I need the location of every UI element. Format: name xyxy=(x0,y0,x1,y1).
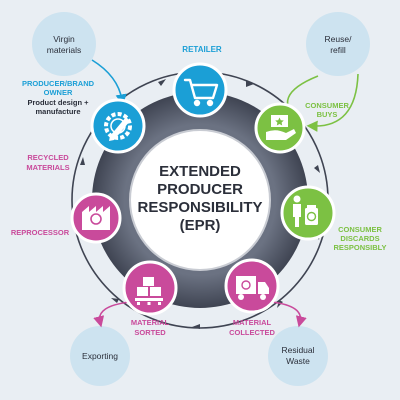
center-title-line-4: (EPR) xyxy=(180,217,221,234)
label-producer-line-4: manufacture xyxy=(35,107,80,116)
shopping-cart-icon xyxy=(183,78,219,107)
bubble-exporting-line-1: Exporting xyxy=(82,351,118,361)
label-retailer: RETAILER xyxy=(182,45,222,54)
bubble-reuse-line-2: refill xyxy=(330,45,346,55)
label-consumer-buys-line-2: BUYS xyxy=(317,110,338,119)
bubble-residual-line-1: Residual xyxy=(281,345,314,355)
label-producer-line-3: Product design + xyxy=(27,98,89,107)
center-title: EXTENDED PRODUCER RESPONSIBILITY (EPR) xyxy=(137,163,262,234)
bubble-reuse-refill: Reuse/ refill xyxy=(306,12,370,76)
label-material-collected-line-1: MATERIAL xyxy=(233,318,272,327)
stage-producer: PRODUCER/BRAND OWNER Product design + ma… xyxy=(22,79,146,154)
arrow-collected-to-residual xyxy=(271,301,307,328)
hand-box-icon xyxy=(266,115,296,140)
bubble-residual-waste: Residual Waste xyxy=(268,326,328,386)
factory-icon xyxy=(82,206,110,230)
stage-reprocessor: REPROCESSOR xyxy=(11,192,122,244)
arrow-virgin-to-producer xyxy=(91,59,127,106)
label-material-sorted-line-1: MATERIAL xyxy=(131,318,170,327)
stage-consumer-buys: CONSUMER BUYS xyxy=(254,101,349,154)
stage-material-sorted: MATERIAL SORTED xyxy=(122,260,178,337)
bubble-virgin-line-2: materials xyxy=(47,45,81,55)
bubble-exporting: Exporting xyxy=(70,326,130,386)
label-consumer-discards-line-2: DISCARDS xyxy=(340,234,379,243)
bubble-residual-line-2: Waste xyxy=(286,356,310,366)
label-recycled-materials: RECYCLED MATERIALS xyxy=(26,153,69,172)
person-bin-icon xyxy=(293,195,318,227)
truck-icon xyxy=(236,276,269,300)
label-material-collected-line-2: COLLECTED xyxy=(229,328,275,337)
stage-consumer-discards: CONSUMER DISCARDS RESPONSIBLY xyxy=(280,185,387,252)
label-material-sorted-line-2: SORTED xyxy=(134,328,166,337)
label-recycled-line-1: RECYCLED xyxy=(27,153,69,162)
stage-retailer: RETAILER xyxy=(172,45,228,118)
center-title-line-1: EXTENDED xyxy=(159,163,241,180)
arrow-reuse-to-consumer xyxy=(306,73,359,132)
bubble-virgin-line-1: Virgin xyxy=(53,34,75,44)
bubble-reuse-line-1: Reuse/ xyxy=(325,34,353,44)
label-producer-line-2: OWNER xyxy=(44,88,73,97)
label-consumer-discards-line-1: CONSUMER xyxy=(338,225,382,234)
center-circle xyxy=(129,129,271,271)
label-reprocessor: REPROCESSOR xyxy=(11,228,70,237)
gear-pencil-icon xyxy=(104,112,132,141)
arrow-sorted-to-exporting xyxy=(93,301,131,328)
label-consumer-discards-line-3: RESPONSIBLY xyxy=(333,243,386,252)
label-consumer-buys-line-1: CONSUMER xyxy=(305,101,349,110)
bubble-virgin-materials: Virgin materials xyxy=(32,12,96,76)
label-recycled-line-2: MATERIALS xyxy=(26,163,69,172)
center-title-line-2: PRODUCER xyxy=(157,181,243,198)
label-producer-line-1: PRODUCER/BRAND xyxy=(22,79,95,88)
boxes-pallet-icon xyxy=(135,277,163,305)
center-title-line-3: RESPONSIBILITY xyxy=(137,199,262,216)
stage-material-collected: MATERIAL COLLECTED xyxy=(224,258,280,337)
